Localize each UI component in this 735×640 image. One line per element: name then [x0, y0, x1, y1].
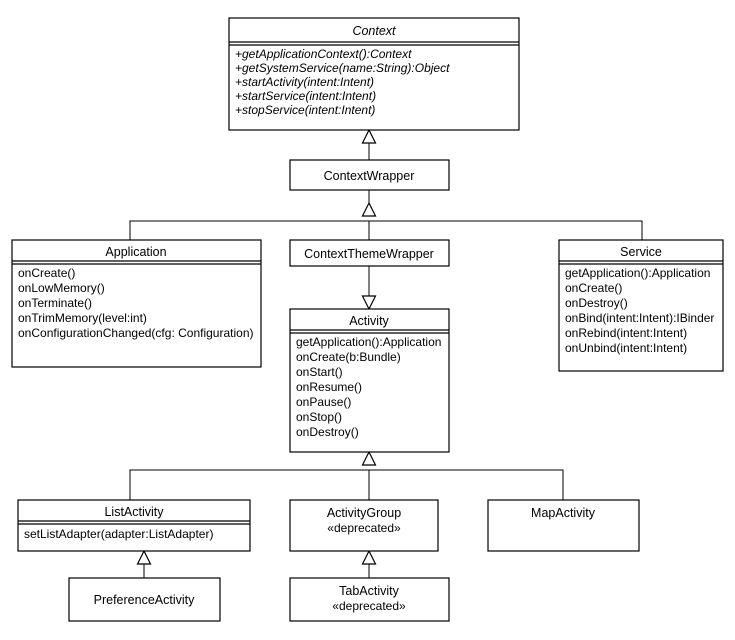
class-service-member-4: onRebind(intent:Intent) [565, 326, 687, 340]
class-contextthemewrapper-name: ContextThemeWrapper [304, 247, 434, 261]
generalization-preferenceactivity-to-listactivity [136, 549, 152, 578]
class-application[interactable]: Application onCreate() onLowMemory() onT… [11, 239, 262, 368]
class-context-member-2: +startActivity(intent:Intent) [235, 75, 374, 89]
generalization-bus-contextwrapper-children [129, 190, 643, 240]
class-application-member-2: onTerminate() [18, 296, 92, 310]
class-context[interactable]: Context +getApplicationContext():Context… [228, 17, 520, 131]
generalization-tabactivity-to-activitygroup [361, 549, 377, 578]
class-context-member-1: +getSystemService(name:String):Object [235, 61, 450, 75]
class-preferenceactivity-name: PreferenceActivity [94, 593, 195, 607]
class-service-member-0: getApplication():Application [565, 266, 710, 280]
class-service-name: Service [620, 245, 662, 259]
class-activitygroup[interactable]: ActivityGroup «deprecated» [289, 499, 439, 552]
class-context-member-3: +startService(intent:Intent) [235, 89, 376, 103]
class-preferenceactivity[interactable]: PreferenceActivity [68, 577, 221, 622]
class-contextthemewrapper[interactable]: ContextThemeWrapper [289, 239, 450, 267]
generalization-bus-activity-children [129, 450, 564, 500]
class-activity[interactable]: Activity getApplication():Application on… [289, 308, 450, 453]
class-mapactivity-name: MapActivity [531, 506, 596, 520]
class-listactivity-member-0: setListAdapter(adapter:ListAdapter) [24, 527, 213, 541]
class-service-member-2: onDestroy() [565, 296, 628, 310]
class-application-name: Application [105, 245, 166, 259]
class-activity-member-2: onStart() [296, 365, 343, 379]
class-application-member-0: onCreate() [18, 266, 75, 280]
class-application-member-3: onTrimMemory(level:int) [18, 311, 147, 325]
class-service-member-1: onCreate() [565, 281, 622, 295]
class-context-name: Context [352, 24, 396, 38]
class-activity-member-0: getApplication():Application [296, 335, 441, 349]
class-service[interactable]: Service getApplication():Application onC… [558, 239, 724, 372]
class-activitygroup-stereotype: «deprecated» [327, 521, 401, 535]
class-mapactivity[interactable]: MapActivity [487, 499, 640, 552]
class-contextwrapper-name: ContextWrapper [324, 169, 415, 183]
class-context-member-4: +stopService(intent:Intent) [235, 103, 375, 117]
class-listactivity-name: ListActivity [104, 505, 164, 519]
class-activity-member-1: onCreate(b:Bundle) [296, 350, 401, 364]
class-activity-name: Activity [349, 314, 389, 328]
class-activity-member-3: onResume() [296, 380, 362, 394]
class-context-member-0: +getApplicationContext():Context [235, 47, 412, 61]
class-activitygroup-name: ActivityGroup [327, 506, 401, 520]
generalization-activity-to-contextthemewrapper [361, 266, 377, 311]
class-activity-member-4: onPause() [296, 395, 351, 409]
class-activity-member-6: onDestroy() [296, 425, 359, 439]
generalization-contextwrapper-to-context [361, 128, 377, 160]
class-activity-member-5: onStop() [296, 410, 342, 424]
class-service-member-5: onUnbind(intent:Intent) [565, 341, 687, 355]
class-listactivity[interactable]: ListActivity setListAdapter(adapter:List… [17, 499, 251, 552]
class-tabactivity-name: TabActivity [339, 584, 399, 598]
class-service-member-3: onBind(intent:Intent):IBinder [565, 311, 714, 325]
class-tabactivity[interactable]: TabActivity «deprecated» [289, 577, 450, 622]
class-application-member-1: onLowMemory() [18, 281, 105, 295]
class-application-member-4: onConfigurationChanged(cfg: Configuratio… [18, 326, 253, 340]
class-contextwrapper[interactable]: ContextWrapper [289, 159, 450, 191]
class-tabactivity-stereotype: «deprecated» [332, 599, 406, 613]
